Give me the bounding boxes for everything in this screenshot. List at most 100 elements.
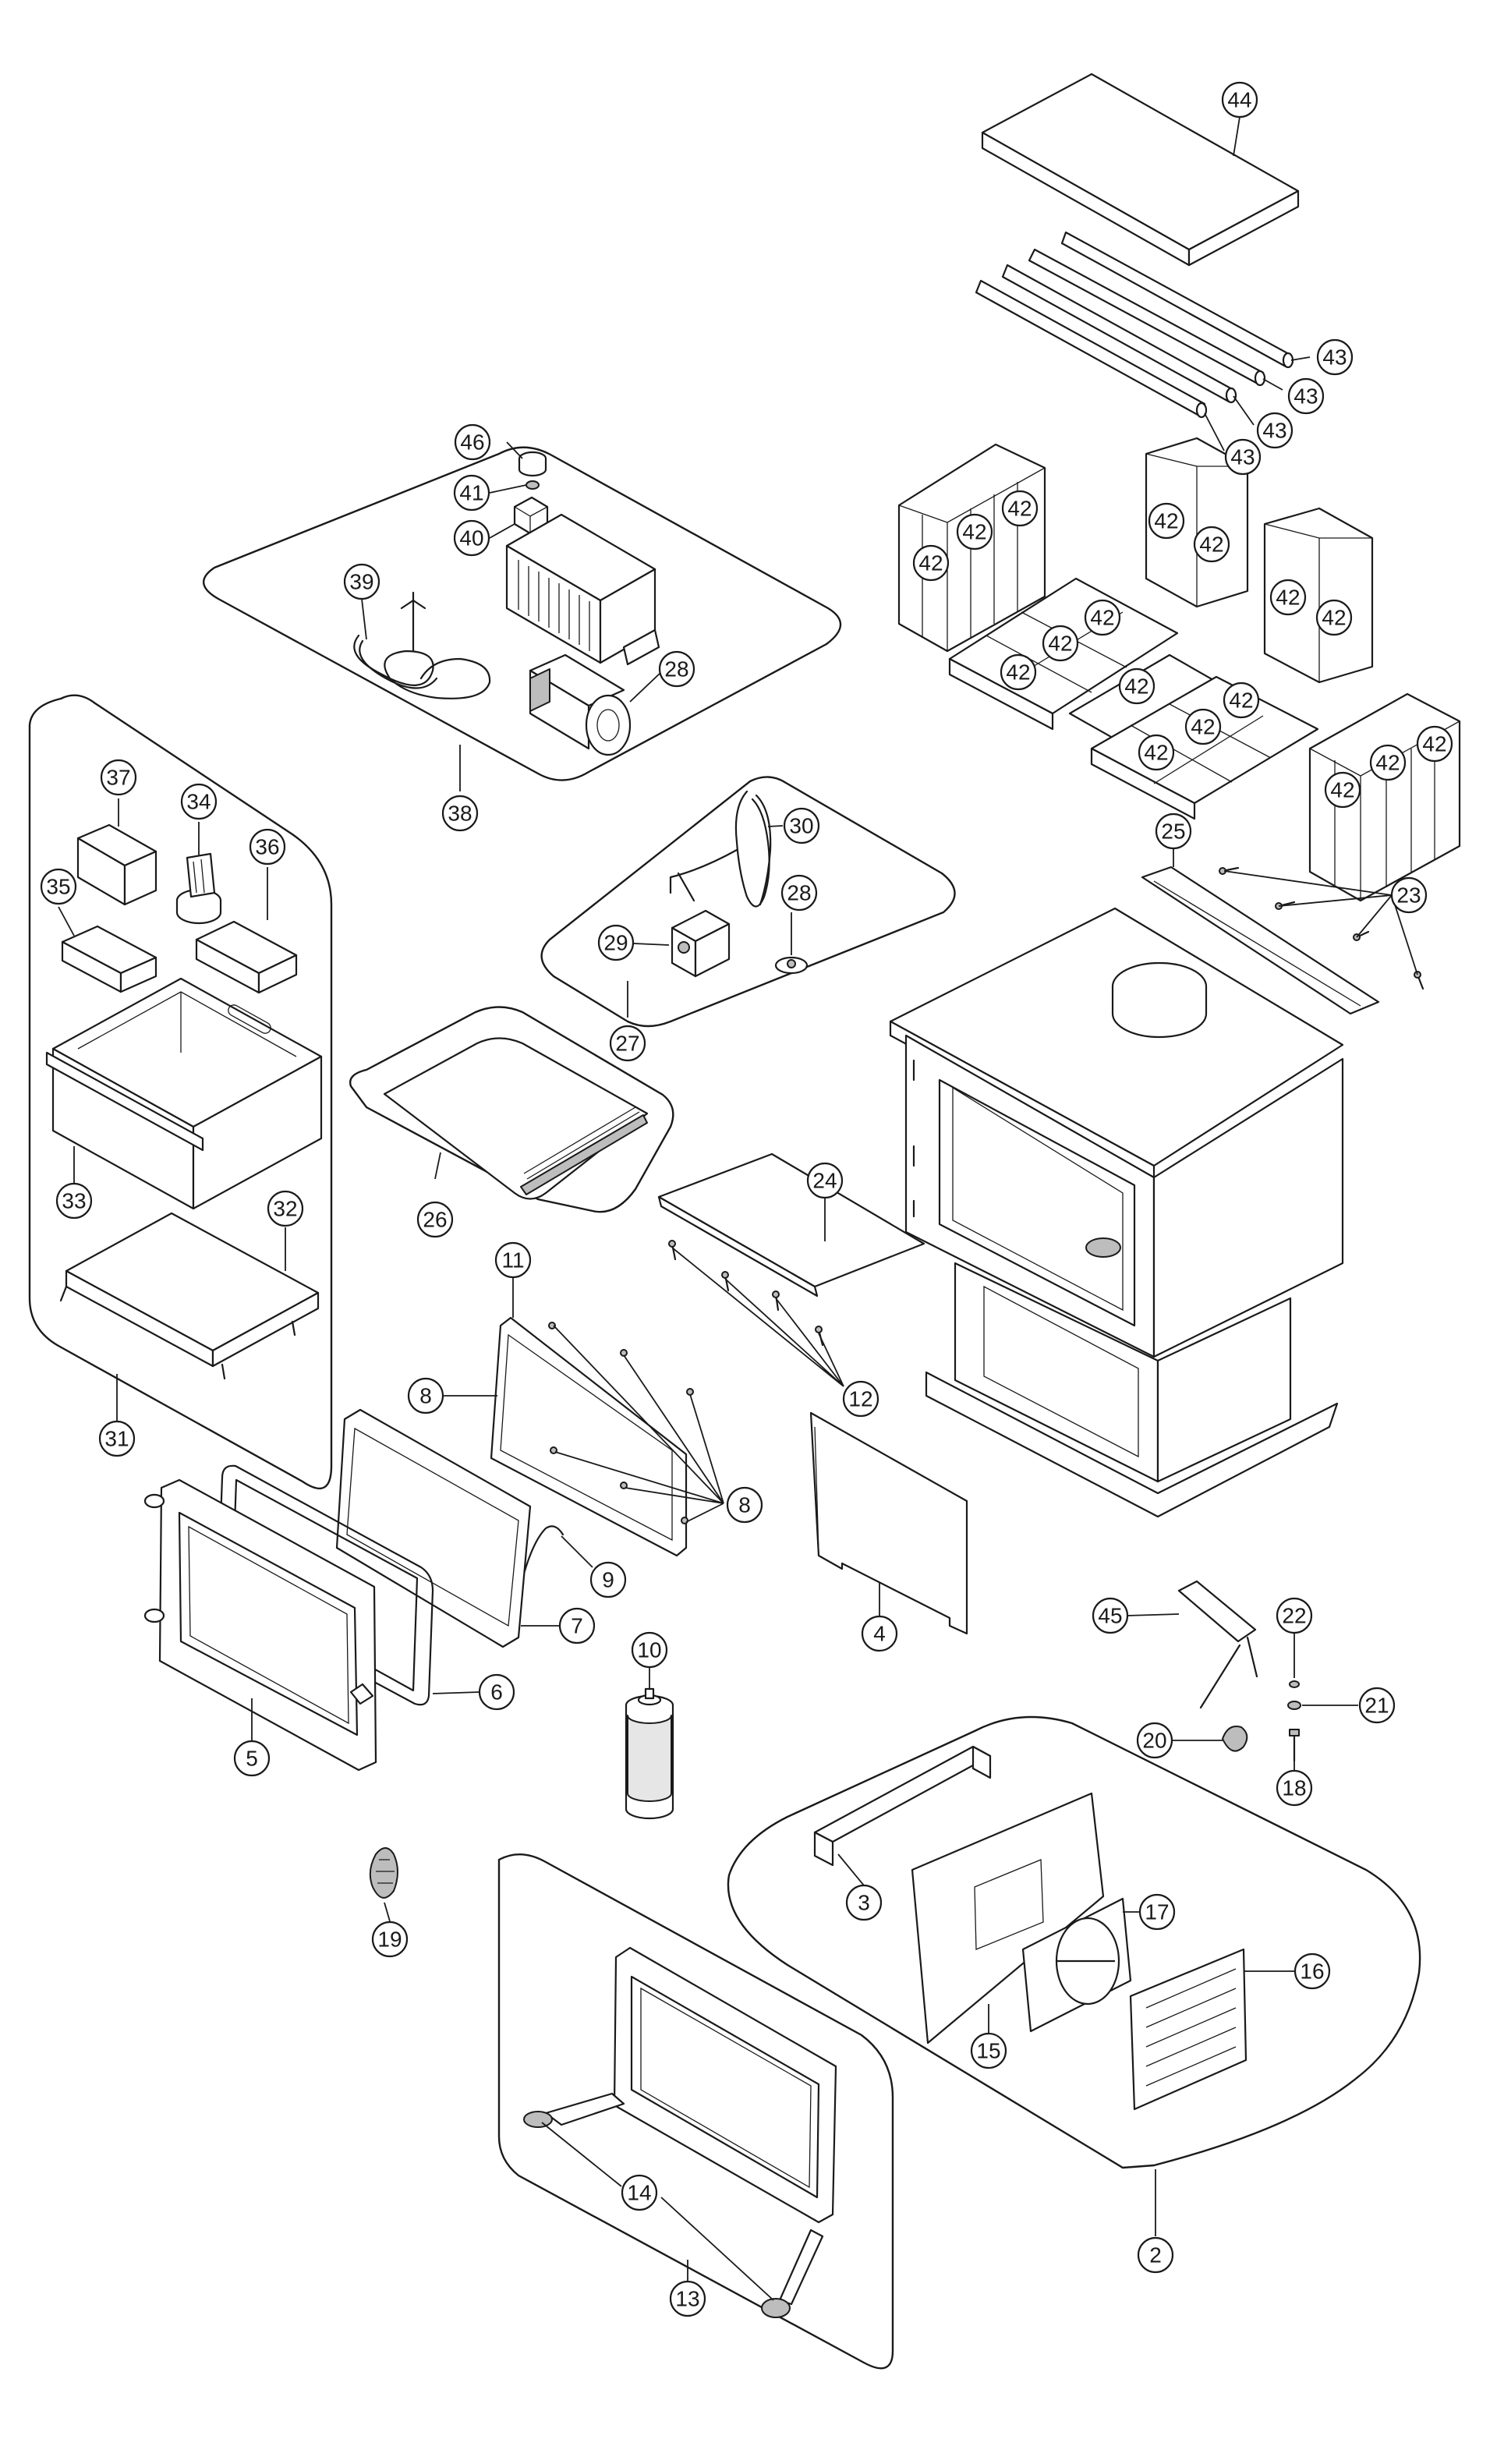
- svg-text:42: 42: [1191, 715, 1215, 739]
- svg-text:32: 32: [273, 1197, 297, 1221]
- part-16-duct-collar: [1021, 1897, 1132, 2033]
- callout-42: 42: [1324, 771, 1361, 809]
- svg-text:43: 43: [1322, 345, 1347, 370]
- callout-44: 44: [1221, 81, 1258, 119]
- callout-45: 10: [631, 1631, 668, 1669]
- part-14-back-plate: [911, 1792, 1105, 2044]
- callout-1: 13: [669, 2280, 706, 2317]
- callout-41: 46: [454, 423, 491, 461]
- callout-12: 24: [806, 1162, 844, 1199]
- svg-text:42: 42: [1375, 751, 1400, 775]
- callout-9: 8: [726, 1486, 763, 1524]
- svg-text:22: 22: [1282, 1604, 1306, 1628]
- part-38-blower-motor: [529, 653, 632, 756]
- svg-text:26: 26: [423, 1208, 447, 1232]
- svg-text:43: 43: [1230, 445, 1255, 469]
- svg-text:17: 17: [1145, 1900, 1169, 1924]
- callouts: 44 43 43 43 43 42 42 42 42 42 42 42 42 4…: [40, 81, 1453, 2317]
- svg-text:7: 7: [571, 1614, 583, 1638]
- callout-33: 35: [40, 868, 77, 905]
- svg-text:29: 29: [603, 931, 628, 955]
- svg-text:34: 34: [186, 790, 211, 814]
- callout-16: 17: [1138, 1893, 1176, 1931]
- callout-13: 2: [1137, 2236, 1174, 2274]
- callout-2: 14: [621, 2174, 658, 2211]
- svg-text:23: 23: [1396, 883, 1421, 908]
- part-22-bracket-rod: [1177, 1580, 1258, 1709]
- callout-4: 5: [233, 1740, 271, 1777]
- svg-text:42: 42: [1229, 689, 1253, 713]
- part-28-wire-harness-a: [353, 591, 491, 699]
- part-12-baffle-shield: [657, 1152, 925, 1297]
- callout-42: 42: [1138, 734, 1175, 771]
- svg-text:42: 42: [918, 551, 943, 575]
- part-23-retainer-bar: [1141, 866, 1380, 1015]
- svg-text:6: 6: [490, 1680, 503, 1705]
- svg-text:42: 42: [1154, 509, 1178, 533]
- part-19-bolt: [1289, 1729, 1300, 1762]
- svg-text:28: 28: [787, 881, 811, 905]
- svg-text:16: 16: [1300, 1960, 1324, 1984]
- callout-42: 42: [1001, 490, 1039, 527]
- part-1-door-assembly: [613, 1946, 837, 2224]
- svg-text:42: 42: [1199, 533, 1223, 557]
- part-45-paint-can: [625, 1687, 674, 1820]
- svg-text:42: 42: [1007, 497, 1032, 521]
- callout-27: 29: [597, 924, 635, 961]
- svg-text:42: 42: [1322, 606, 1346, 630]
- part-29-snap-disc: [774, 956, 809, 975]
- part-33-block: [61, 925, 157, 993]
- callout-37: 38: [441, 795, 479, 832]
- part-31-ash-tray-base: [59, 1212, 320, 1380]
- svg-text:41: 41: [459, 481, 483, 505]
- callout-43: 43: [1224, 438, 1262, 476]
- svg-text:38: 38: [448, 802, 472, 826]
- part-main-stove-body: [889, 907, 1344, 1518]
- callout-26: 27: [609, 1025, 646, 1062]
- group-outline-26: [540, 776, 956, 1028]
- part-3-handle-knob: [369, 1847, 398, 1899]
- svg-text:42: 42: [1330, 778, 1354, 802]
- svg-text:45: 45: [1098, 1604, 1122, 1628]
- svg-text:37: 37: [106, 766, 130, 790]
- callout-14: 15: [970, 2032, 1007, 2069]
- part-4-door-frame: [143, 1478, 377, 1772]
- callout-28: 39: [343, 563, 380, 600]
- part-32-ash-drawer: [45, 977, 323, 1210]
- part-17-bracket: [813, 1745, 992, 1867]
- part-11-screws: [668, 1240, 824, 1347]
- svg-text:35: 35: [46, 875, 70, 899]
- callout-11: 12: [842, 1380, 879, 1418]
- svg-text:46: 46: [460, 430, 484, 455]
- callout-42: 42: [1269, 579, 1307, 616]
- group-outline-13: [727, 1715, 1421, 2169]
- part-6-glass: [335, 1408, 532, 1648]
- svg-text:13: 13: [675, 2287, 699, 2311]
- svg-text:42: 42: [1276, 586, 1300, 610]
- part-44-baffle-board: [981, 73, 1300, 267]
- svg-text:43: 43: [1262, 419, 1286, 443]
- svg-text:24: 24: [812, 1169, 837, 1193]
- callout-18: 20: [1136, 1722, 1173, 1759]
- part-25-liner: [383, 1037, 649, 1200]
- callout-22: 45: [1092, 1597, 1129, 1634]
- callout-42: 42: [1223, 681, 1260, 719]
- callout-5: 6: [478, 1673, 515, 1711]
- callout-24: 23: [1390, 876, 1428, 914]
- svg-text:33: 33: [62, 1189, 86, 1213]
- callout-7: 9: [589, 1561, 627, 1598]
- svg-text:42: 42: [1048, 632, 1072, 656]
- svg-text:42: 42: [962, 520, 986, 544]
- callout-10: 4: [861, 1615, 898, 1652]
- part-2-handles: [523, 2092, 824, 2318]
- part-28-wire-harness-b: [669, 790, 772, 908]
- callout-43: 43: [1256, 412, 1294, 449]
- svg-text:39: 39: [349, 570, 373, 594]
- callout-36: 34: [180, 783, 218, 820]
- svg-text:31: 31: [104, 1427, 129, 1451]
- callout-42: 42: [912, 544, 950, 582]
- callout-3: 19: [371, 1921, 409, 1958]
- callout-40: 41: [453, 474, 490, 512]
- svg-text:10: 10: [637, 1638, 661, 1662]
- callout-34: 37: [100, 759, 137, 796]
